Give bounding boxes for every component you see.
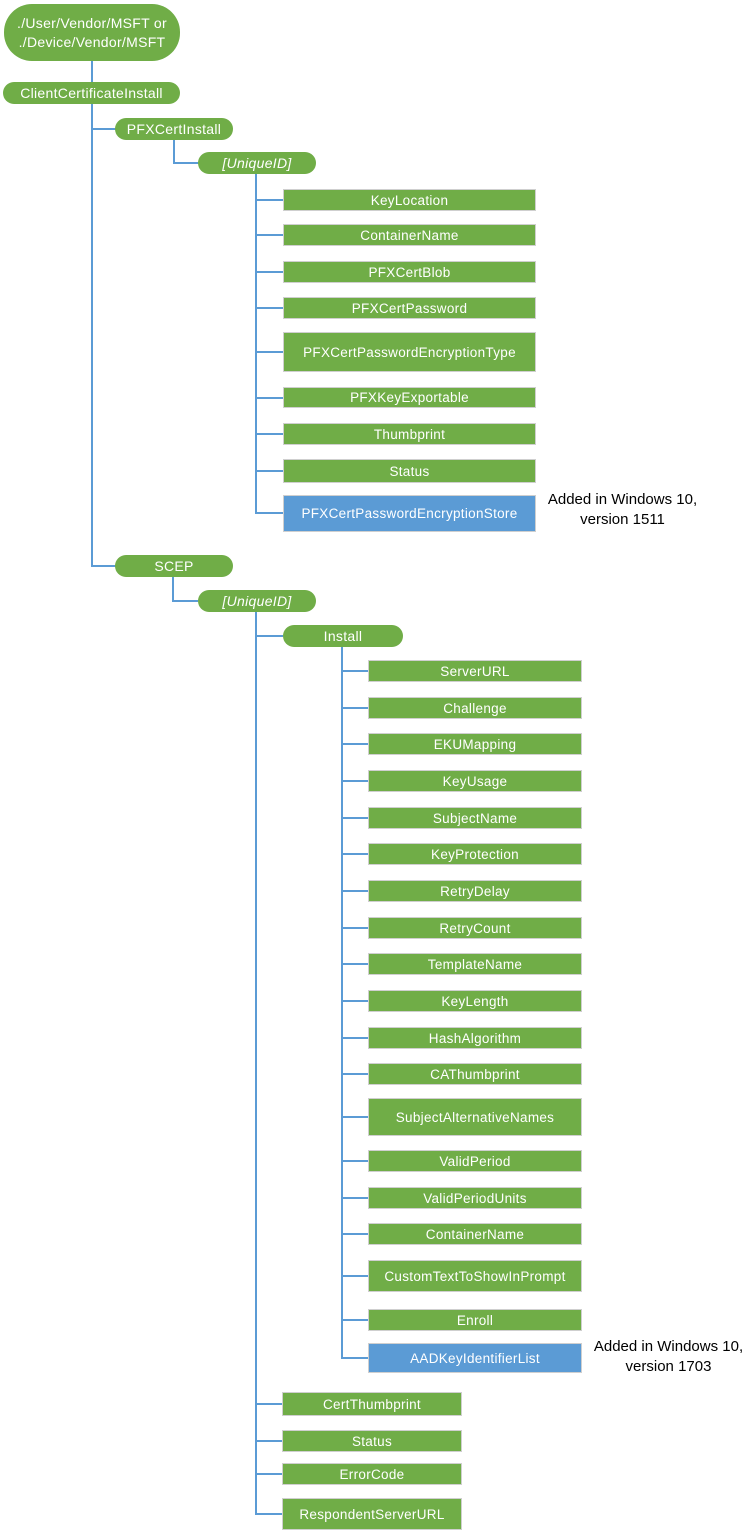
connector-line [255,635,283,637]
node-install-aadkeyidentifierlist: AADKeyIdentifierList [368,1343,582,1373]
node-install-retrycount: RetryCount [368,917,582,939]
node-scep: SCEP [115,555,233,577]
connector-line [255,433,283,435]
annotation-windows10-1703: Added in Windows 10, version 1703 [581,1337,751,1377]
node-install-keyprotection: KeyProtection [368,843,582,865]
node-install-ekumapping: EKUMapping [368,733,582,755]
node-pfx-pfxcertpasswordencryptiontype: PFXCertPasswordEncryptionType [283,332,536,372]
connector-line [255,1403,282,1405]
annotation-windows10-1511: Added in Windows 10, version 1511 [535,490,710,530]
connector-line [255,199,283,201]
node-pfx-thumbprint: Thumbprint [283,423,536,445]
connector-line [91,103,93,567]
connector-line [341,707,368,709]
connector-line [91,61,93,82]
connector-line [255,397,283,399]
annotation-line-1: Added in Windows 10, [593,1338,744,1355]
connector-line [255,612,257,1515]
connector-line [341,1073,368,1075]
node-scep-status: Status [282,1430,462,1452]
node-install-cathumbprint: CAThumbprint [368,1063,582,1085]
node-pfx-pfxcertblob: PFXCertBlob [283,261,536,283]
node-install-subjectname: SubjectName [368,807,582,829]
connector-line [172,600,198,602]
connector-line [341,670,368,672]
node-scep-certthumbprint: CertThumbprint [282,1392,462,1416]
connector-line [255,1513,282,1515]
node-install-serverurl: ServerURL [368,660,582,682]
connector-line [341,817,368,819]
connector-line [341,1319,368,1321]
connector-line [255,307,283,309]
node-scep-respondentserverurl: RespondentServerURL [282,1498,462,1530]
connector-line [255,271,283,273]
connector-line [173,140,175,164]
node-install-hashalgorithm: HashAlgorithm [368,1027,582,1049]
node-pfx-status: Status [283,459,536,483]
root-path-line-1: ./User/Vendor/MSFT or [17,14,167,31]
connector-line [255,470,283,472]
node-install-validperiodunits: ValidPeriodUnits [368,1187,582,1209]
node-install-enroll: Enroll [368,1309,582,1331]
connector-line [255,1440,282,1442]
connector-line [341,1197,368,1199]
node-install-templatename: TemplateName [368,953,582,975]
node-pfxcertinstall: PFXCertInstall [115,118,233,140]
node-install-retrydelay: RetryDelay [368,880,582,902]
node-pfx-pfxkeyexportable: PFXKeyExportable [283,387,536,408]
connector-line [341,1160,368,1162]
connector-line [255,174,257,514]
connector-line [255,1473,282,1475]
connector-line [341,1000,368,1002]
node-pfx-uniqueid: [UniqueID] [198,152,316,174]
connector-line [341,853,368,855]
annotation-line-2: version 1511 [580,511,665,528]
node-install-subjectalternativenames: SubjectAlternativeNames [368,1098,582,1136]
connector-line [91,128,116,130]
connector-line [255,234,283,236]
connector-line [341,780,368,782]
connector-line [341,927,368,929]
node-install-containername: ContainerName [368,1223,582,1245]
node-clientcertificateinstall: ClientCertificateInstall [3,82,180,104]
connector-line [172,577,174,602]
node-pfx-keylocation: KeyLocation [283,189,536,211]
node-pfx-pfxcertpasswordencryptionstore: PFXCertPasswordEncryptionStore [283,495,536,532]
connector-line [341,1116,368,1118]
connector-line [341,1233,368,1235]
annotation-line-2: version 1703 [625,1358,712,1375]
node-install-validperiod: ValidPeriod [368,1150,582,1172]
connector-line [255,351,283,353]
node-install-keyusage: KeyUsage [368,770,582,792]
annotation-line-1: Added in Windows 10, [547,491,698,508]
connector-line [91,565,116,567]
node-install: Install [283,625,403,647]
node-pfx-pfxcertpassword: PFXCertPassword [283,297,536,319]
connector-line [255,512,283,514]
node-install-keylength: KeyLength [368,990,582,1012]
connector-line [341,1037,368,1039]
node-root-path: ./User/Vendor/MSFT or ./Device/Vendor/MS… [4,4,180,61]
root-path-line-2: ./Device/Vendor/MSFT [18,33,166,50]
connector-line [341,743,368,745]
node-scep-errorcode: ErrorCode [282,1463,462,1485]
connector-line [341,1357,368,1359]
connector-line [341,1275,368,1277]
node-install-challenge: Challenge [368,697,582,719]
node-install-customtexttoshowinprompt: CustomTextToShowInPrompt [368,1260,582,1292]
node-scep-uniqueid: [UniqueID] [198,590,316,612]
connector-line [341,647,343,1359]
connector-line [341,963,368,965]
node-pfx-containername: ContainerName [283,224,536,246]
connector-line [341,890,368,892]
connector-line [173,162,199,164]
